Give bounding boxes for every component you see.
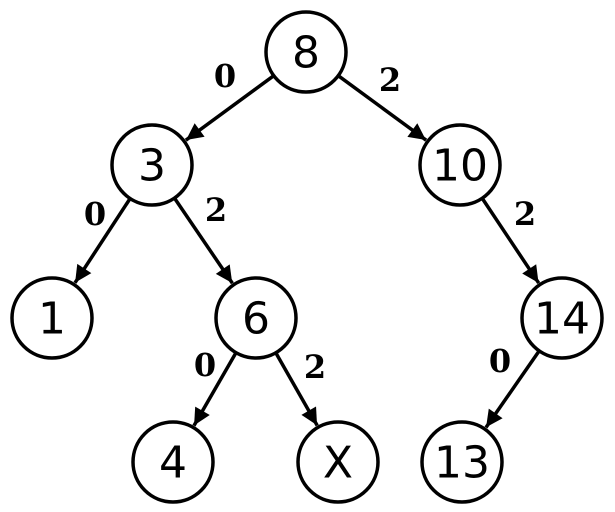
edge-label: 2 xyxy=(379,61,401,99)
node-circle xyxy=(264,10,348,94)
edge-arrow xyxy=(274,351,319,427)
tree-node-8: 8 xyxy=(264,10,348,94)
node-label: 3 xyxy=(138,141,166,192)
edge-14-to-13: 0 xyxy=(484,342,541,429)
node-label: 13 xyxy=(434,438,490,489)
node-circle xyxy=(418,123,502,207)
edge-label: 2 xyxy=(514,195,536,233)
node-label: 6 xyxy=(242,294,270,345)
tree-node-6: 6 xyxy=(214,276,298,360)
node-label: 1 xyxy=(38,294,66,345)
node-circle xyxy=(214,276,298,360)
node-circle xyxy=(110,123,194,207)
tree-node-3: 3 xyxy=(110,123,194,207)
tree-node-10: 10 xyxy=(418,123,502,207)
edge-6-to-X: 2 xyxy=(274,348,326,427)
edge-6-to-4: 0 xyxy=(192,346,238,427)
edge-arrow xyxy=(480,197,541,285)
tree-node-1: 1 xyxy=(10,276,94,360)
edge-label: 2 xyxy=(205,191,227,229)
node-label: 8 xyxy=(292,28,320,79)
edge-8-to-3: 0 xyxy=(184,57,275,142)
edge-arrow xyxy=(73,197,132,284)
edge-arrow xyxy=(337,74,428,142)
node-label: X xyxy=(323,438,353,489)
node-circle xyxy=(520,276,604,360)
edge-label: 0 xyxy=(489,342,511,380)
node-circle xyxy=(131,420,215,504)
edge-3-to-1: 0 xyxy=(73,195,132,284)
tree-node-x: X xyxy=(296,420,380,504)
node-label: 4 xyxy=(159,438,187,489)
node-label: 14 xyxy=(534,294,590,345)
edge-3-to-6: 2 xyxy=(173,191,234,285)
edge-arrow xyxy=(184,74,275,142)
node-circle xyxy=(420,420,504,504)
tree-node-14: 14 xyxy=(520,276,604,360)
edge-8-to-10: 2 xyxy=(337,61,428,142)
node-circle xyxy=(296,420,380,504)
edge-arrow xyxy=(484,349,541,429)
tree-node-13: 13 xyxy=(420,420,504,504)
tree-node-4: 4 xyxy=(131,420,215,504)
node-label: 10 xyxy=(432,141,488,192)
edge-10-to-14: 2 xyxy=(480,195,541,285)
node-circle xyxy=(10,276,94,360)
edge-label: 2 xyxy=(304,348,326,386)
edge-arrow xyxy=(173,197,234,285)
edge-arrow xyxy=(192,351,238,427)
edge-label: 0 xyxy=(84,195,106,233)
edge-label: 0 xyxy=(194,346,216,384)
edge-label: 0 xyxy=(214,57,236,95)
